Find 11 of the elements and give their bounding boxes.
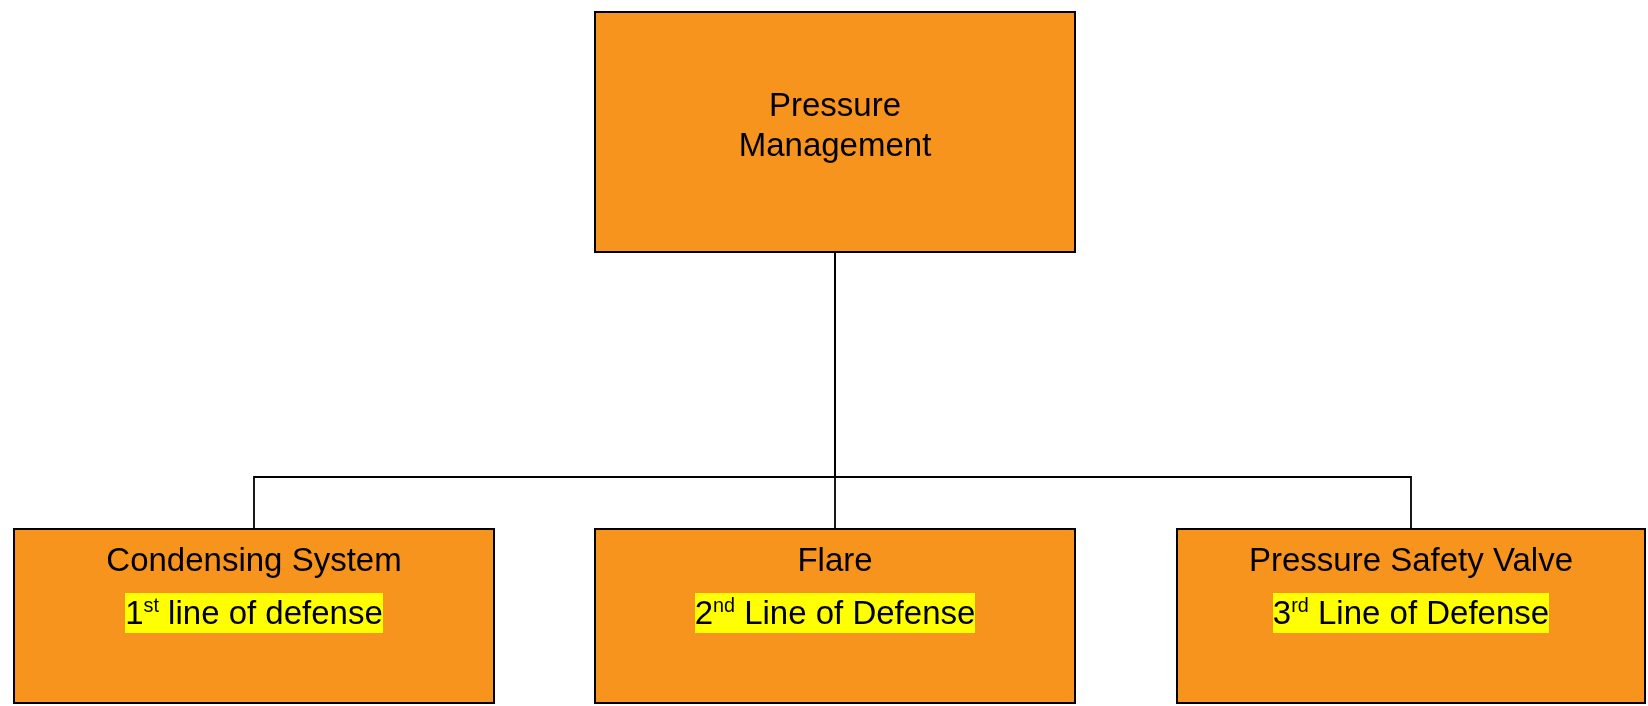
box-title: Pressure Safety Valve <box>1248 540 1573 580</box>
process-box <box>1176 528 1646 704</box>
highlighted-subtitle: 1$^{st}$ line of defense <box>125 593 383 633</box>
process-box <box>594 528 1076 704</box>
box-title: Pressure Management <box>737 85 933 165</box>
box-title: Flare <box>797 540 873 580</box>
box-title: Condensing System <box>106 540 402 580</box>
process-box <box>594 11 1076 253</box>
process-box <box>13 528 495 704</box>
highlighted-subtitle: 3$^{rd}$ Line of Defense <box>1272 593 1550 633</box>
highlighted-subtitle: 2$^{nd}$ Line of Defense <box>694 593 976 633</box>
